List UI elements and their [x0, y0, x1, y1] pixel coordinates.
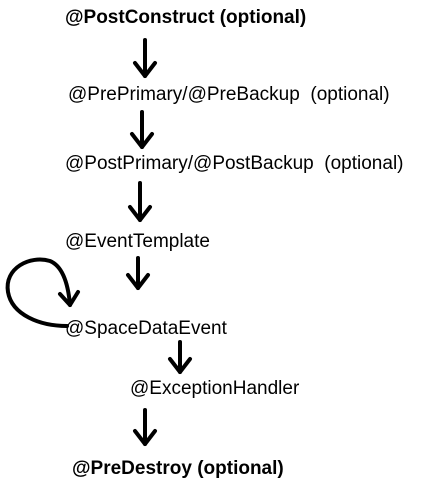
arrow-down-4: [126, 256, 150, 290]
step-post-primary-post-backup: @PostPrimary/@PostBackup (optional): [65, 153, 404, 175]
arrow-down-6: [133, 408, 157, 446]
step-note: (optional): [197, 458, 284, 479]
step-event-template: @EventTemplate: [65, 231, 210, 253]
step-label: @PrePrimary/@PreBackup: [68, 84, 300, 105]
step-note: (optional): [310, 84, 390, 105]
arrow-down-5: [168, 340, 192, 374]
step-exception-handler: @ExceptionHandler: [130, 378, 299, 400]
step-label: @EventTemplate: [65, 231, 210, 252]
arrow-down-2: [130, 110, 154, 149]
loop-arrow: [5, 257, 80, 328]
arrow-down-1: [133, 38, 157, 78]
arrow-down-3: [128, 181, 152, 222]
step-note: (optional): [324, 153, 404, 174]
step-pre-primary-pre-backup: @PrePrimary/@PreBackup (optional): [68, 84, 390, 106]
step-label: @PreDestroy: [72, 458, 192, 479]
step-label: @SpaceDataEvent: [65, 318, 227, 339]
step-note: (optional): [219, 7, 307, 28]
step-label: @ExceptionHandler: [130, 378, 300, 399]
step-pre-destroy: @PreDestroy (optional): [72, 458, 284, 480]
step-label: @PostConstruct: [65, 7, 215, 28]
step-post-construct: @PostConstruct (optional): [65, 7, 306, 29]
step-space-data-event: @SpaceDataEvent: [65, 318, 227, 340]
step-label: @PostPrimary/@PostBackup: [65, 153, 314, 174]
